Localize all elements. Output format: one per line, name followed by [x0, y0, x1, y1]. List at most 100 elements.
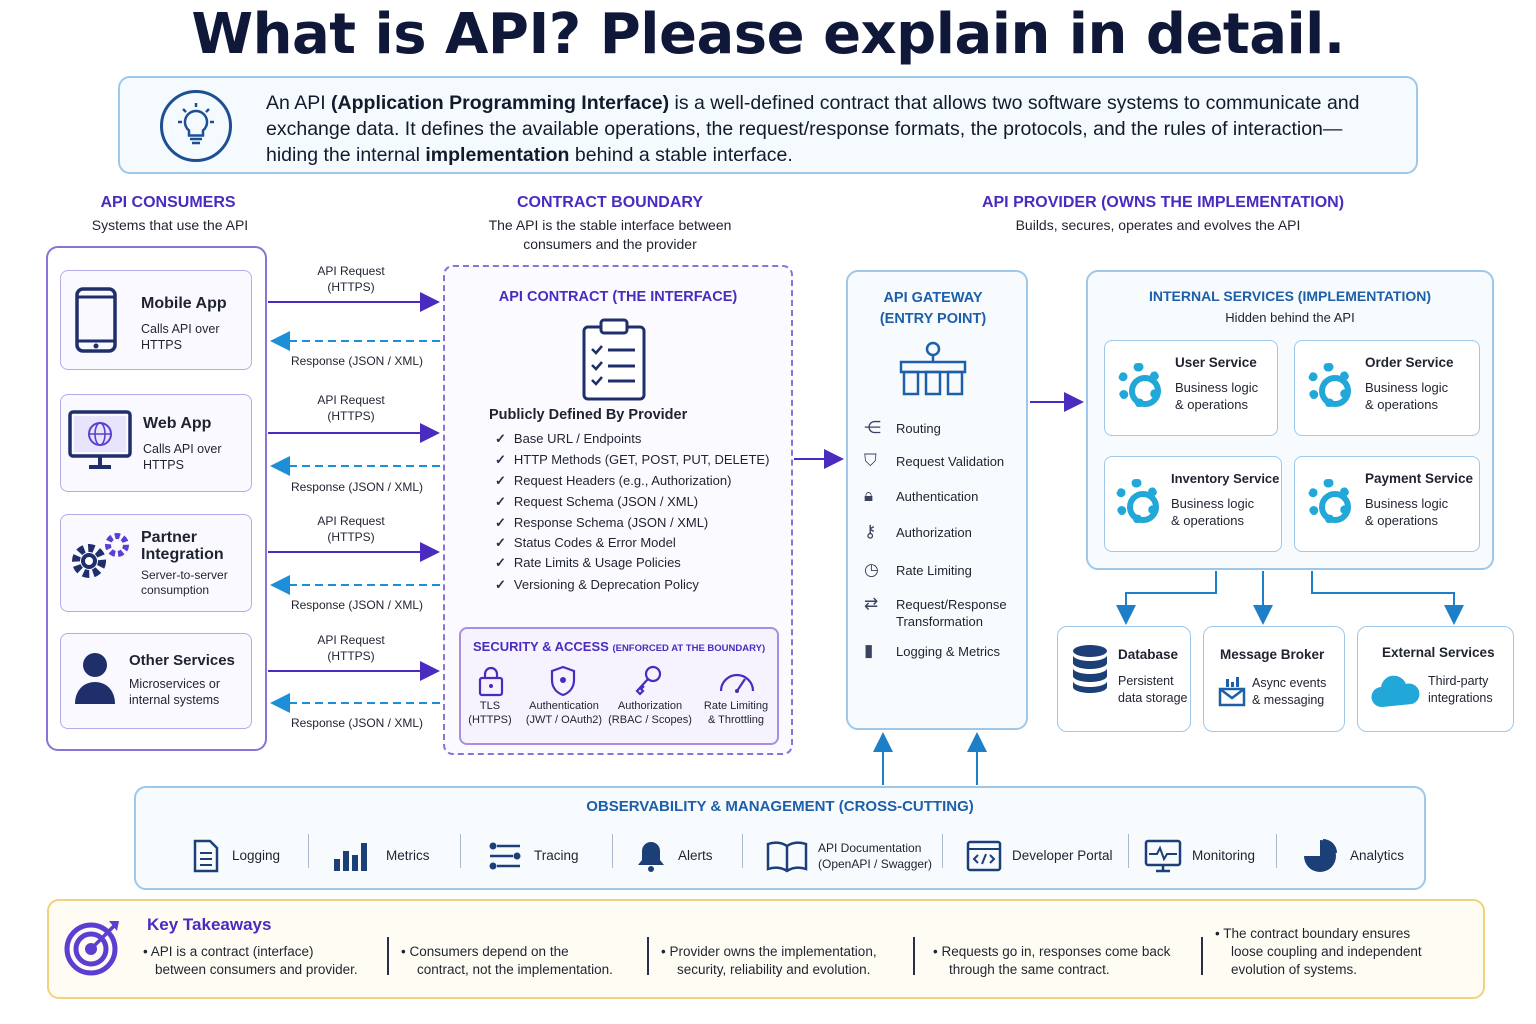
speedometer-icon	[719, 673, 755, 693]
card-title: Web App	[143, 415, 212, 432]
service-desc: Business logic& operations	[1175, 380, 1259, 412]
consumer-mobile-app[interactable]: Mobile App Calls API over HTTPS	[60, 270, 252, 370]
contract-item: ✓Status Codes & Error Model	[495, 535, 676, 550]
response-label: Response (JSON / XML)	[290, 716, 424, 730]
consumer-partner-integration[interactable]: Partner Integration Server-to-server con…	[60, 514, 252, 612]
store-title: Message Broker	[1220, 647, 1325, 662]
contract-item: ✓Rate Limits & Usage Policies	[495, 555, 681, 570]
key-takeaways-panel: Key Takeaways • API is a contract (inter…	[47, 899, 1485, 999]
card-subtitle: Calls API over	[143, 442, 222, 456]
card-subtitle: Calls API over	[141, 322, 220, 336]
contract-item: ✓Versioning & Deprecation Policy	[495, 577, 699, 592]
request-label: API Request(HTTPS)	[317, 264, 385, 294]
obs-developer-portal[interactable]: Developer Portal	[966, 836, 1113, 876]
consumers-heading: API CONSUMERS	[100, 194, 236, 211]
internal-subheading: Hidden behind the API	[1225, 310, 1355, 325]
routing-icon: ⋲	[864, 418, 881, 437]
api-gateway-panel: API GATEWAY(ENTRY POINT) ⋲ Routing ⛉ Req…	[846, 270, 1028, 730]
clock-icon: ◷	[864, 560, 879, 579]
takeaways-heading: Key Takeaways	[147, 915, 272, 934]
obs-label: Tracing	[534, 848, 579, 863]
store-title: External Services	[1382, 645, 1495, 660]
page-title: What is API? Please explain in detail.	[191, 2, 1345, 67]
obs-tracing[interactable]: Tracing	[488, 836, 579, 876]
message-broker-card[interactable]: Message Broker Async events& messaging	[1203, 626, 1345, 732]
gateway-heading: API GATEWAY(ENTRY POINT)	[879, 290, 987, 327]
card-title: Partner	[141, 529, 198, 546]
divider	[387, 937, 389, 975]
divider	[913, 937, 915, 975]
card-subtitle: consumption	[141, 583, 210, 597]
lock-icon: 🔒︎	[864, 486, 874, 505]
consumer-web-app[interactable]: Web App Calls API over HTTPS	[60, 394, 252, 492]
user-key-icon: ⚷	[864, 522, 877, 541]
transform-icon: ⇄	[864, 594, 879, 613]
obs-api-documentation[interactable]: API Documentation(OpenAPI / Swagger)	[766, 836, 932, 876]
card-title: Mobile App	[141, 295, 227, 312]
contract-item: ✓Request Headers (e.g., Authorization)	[495, 473, 732, 488]
divider	[612, 834, 613, 868]
divider	[742, 834, 743, 868]
user-service-card[interactable]: User Service Business logic& operations	[1104, 340, 1278, 436]
consumer-other-services[interactable]: Other Services Microservices or internal…	[60, 633, 252, 729]
payment-service-card[interactable]: Payment Service Business logic& operatio…	[1294, 456, 1480, 552]
divider	[1201, 937, 1203, 975]
inventory-service-card[interactable]: Inventory Service Business logic& operat…	[1104, 456, 1282, 552]
contract-item: ✓Response Schema (JSON / XML)	[495, 515, 709, 530]
obs-label: Monitoring	[1192, 848, 1256, 863]
obs-label: Alerts	[678, 848, 713, 863]
divider	[308, 834, 309, 868]
gear-icon	[1117, 363, 1161, 407]
contract-item: ✓HTTP Methods (GET, POST, PUT, DELETE)	[495, 452, 770, 467]
card-title: Other Services	[129, 652, 235, 669]
lightbulb-icon	[160, 90, 232, 162]
obs-label: Logging	[232, 848, 281, 863]
intro-text: An API (Application Programming Interfac…	[266, 92, 1360, 166]
gateway-item-validation: Request Validation	[896, 454, 1005, 469]
monitor-globe-icon	[68, 410, 132, 469]
obs-logging[interactable]: Logging	[192, 836, 280, 876]
takeaway-item: • API is a contract (interface)between c…	[143, 944, 358, 977]
service-title: Inventory Service	[1171, 471, 1280, 486]
key-icon	[635, 665, 662, 696]
intro-panel: An API (Application Programming Interfac…	[118, 76, 1418, 174]
obs-label: API Documentation(OpenAPI / Swagger)	[818, 841, 933, 871]
pie-chart-icon	[1304, 839, 1337, 872]
consumers-subheading: Systems that use the API	[91, 217, 249, 233]
document-icon	[193, 839, 219, 873]
user-icon	[75, 653, 115, 704]
contract-item: ✓Base URL / Endpoints	[495, 431, 642, 446]
boundary-subheading-2: consumers and the provider	[523, 236, 697, 252]
divider	[647, 937, 649, 975]
obs-alerts[interactable]: Alerts	[636, 836, 713, 876]
obs-monitoring[interactable]: Monitoring	[1144, 836, 1255, 876]
gateway-item-logging: Logging & Metrics	[896, 644, 1001, 659]
divider	[1276, 834, 1277, 868]
order-service-card[interactable]: Order Service Business logic& operations	[1294, 340, 1480, 436]
card-subtitle: HTTPS	[141, 338, 182, 352]
book-icon	[766, 841, 808, 873]
security-item-authentication: Authentication(JWT / OAuth2)	[525, 700, 603, 726]
clipboard-icon	[582, 318, 646, 401]
internal-heading: INTERNAL SERVICES (IMPLEMENTATION)	[1148, 288, 1432, 304]
internal-services-panel: INTERNAL SERVICES (IMPLEMENTATION) Hidde…	[1086, 270, 1494, 570]
monitor-pulse-icon	[1144, 839, 1182, 873]
obs-analytics[interactable]: Analytics	[1302, 836, 1404, 876]
boundary-heading: CONTRACT BOUNDARY	[516, 194, 704, 211]
boundary-subheading-1: The API is the stable interface between	[488, 217, 732, 233]
check-shield-icon: ⛉	[864, 451, 877, 470]
service-title: User Service	[1175, 355, 1257, 370]
card-subtitle: Server-to-server	[141, 568, 228, 582]
contract-defined-by: Publicly Defined By Provider	[489, 407, 688, 423]
obs-metrics[interactable]: Metrics	[332, 836, 430, 876]
service-title: Order Service	[1365, 355, 1454, 370]
bell-icon	[638, 842, 664, 872]
card-title: Integration	[141, 546, 224, 563]
gateway-item-rate-limiting: Rate Limiting	[896, 563, 972, 578]
takeaway-item: • Provider owns the implementation,secur…	[661, 944, 877, 977]
